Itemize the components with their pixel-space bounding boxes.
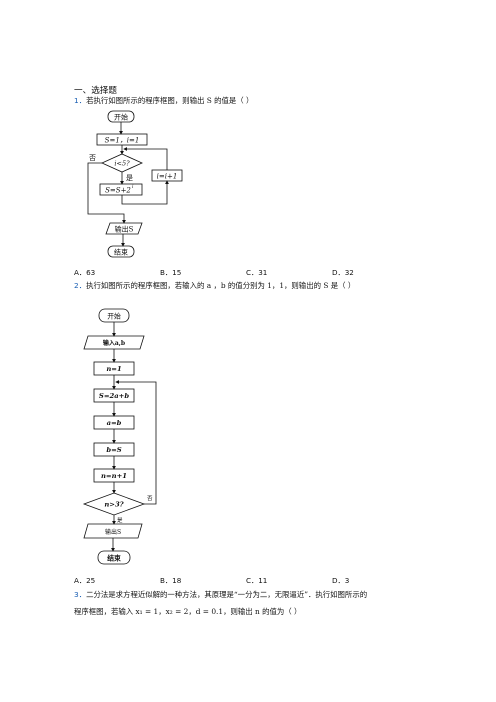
condition-label: i<5?	[114, 160, 130, 168]
no-label: 否	[147, 495, 153, 502]
question-number: 1．	[74, 96, 87, 105]
option-d: D．3	[332, 576, 350, 585]
option-a: A．25	[74, 576, 96, 585]
output-label: 输出S	[105, 528, 121, 536]
end-label: 结束	[107, 554, 121, 563]
option-d: D．32	[332, 268, 354, 277]
s-label: S=2a+b	[99, 392, 129, 400]
section-title: 一、选择题	[74, 86, 117, 96]
step-exponent: i	[132, 184, 134, 190]
option-b: B．15	[160, 268, 182, 277]
question-number: 3．	[74, 590, 87, 599]
question-text: 若执行如图所示的程序框图，则输出 S 的值是（ ）	[86, 96, 254, 105]
question-3: 3．二分法是求方程近似解的一种方法，其原理是“一分为二，无限逼近”．执行如图所示…	[74, 590, 367, 600]
output-parallelogram	[105, 222, 143, 235]
question-number: 2．	[74, 281, 87, 290]
b-label: b=S	[106, 446, 121, 454]
yes-label: 是	[117, 517, 123, 524]
init-label: n=1	[106, 365, 121, 373]
increment-label: n=n+1	[101, 472, 127, 480]
option-a: A．63	[74, 268, 96, 277]
option-c: C．31	[246, 268, 268, 277]
output-label: 输出S	[115, 225, 134, 234]
condition-label: n>3?	[104, 501, 124, 509]
option-b: B．18	[160, 576, 182, 585]
flowchart-1: 开始 S=1，i=1 i<5? 是 否 S=S+2 i i=i+1 输出S 结束	[87, 110, 183, 258]
question-text-line-1: 二分法是求方程近似解的一种方法，其原理是“一分为二，无限逼近”．执行如图所示的	[86, 590, 368, 599]
input-parallelogram	[83, 335, 145, 350]
a-label: a=b	[107, 419, 122, 427]
start-label: 开始	[114, 113, 128, 122]
start-label: 开始	[107, 312, 121, 321]
end-label: 结束	[114, 248, 128, 257]
increment-label: i=i+1	[157, 173, 178, 181]
step-label: S=S+2	[105, 187, 131, 195]
option-c: C．11	[246, 576, 268, 585]
init-label: S=1，i=1	[105, 137, 140, 145]
yes-label: 是	[126, 174, 133, 182]
question-2: 2．执行如图所示的程序框图，若输入的 a ，b 的值分别为 1，1，则输出的 S…	[74, 281, 355, 291]
output-parallelogram	[83, 523, 143, 539]
input-label: 输入a,b	[103, 339, 125, 347]
question-3-line-2: 程序框图，若输入 x₁ = 1，x₂ = 2，d = 0.1，则输出 n 的值为…	[74, 607, 302, 616]
question-text: 执行如图所示的程序框图，若输入的 a ，b 的值分别为 1，1，则输出的 S 是…	[86, 281, 356, 290]
no-label: 否	[89, 154, 96, 162]
flowchart-2: 开始 输入a,b n=1 S=2a+b a=b b=S n=n+1 n>3? 否…	[82, 308, 157, 565]
question-1: 1．若执行如图所示的程序框图，则输出 S 的值是（ ）	[74, 96, 253, 106]
